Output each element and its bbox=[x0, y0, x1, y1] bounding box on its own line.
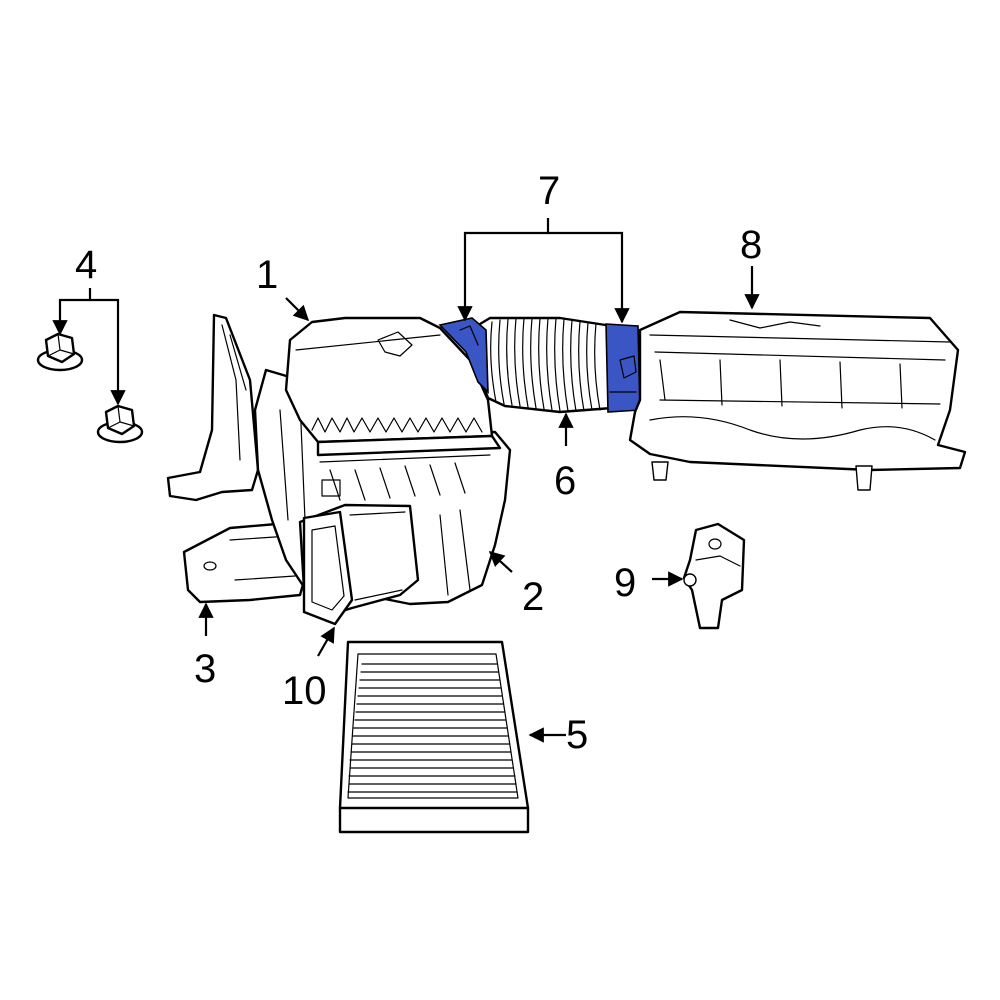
callout-3: 3 bbox=[194, 647, 216, 691]
leader-lines bbox=[52, 218, 760, 743]
part-9-bracket bbox=[682, 522, 746, 630]
part-6-intake-hose bbox=[468, 316, 614, 414]
callout-6: 6 bbox=[554, 459, 576, 503]
callout-7: 7 bbox=[538, 169, 560, 213]
callout-2: 2 bbox=[522, 575, 544, 619]
part-5-air-filter bbox=[338, 640, 530, 834]
part-4-nuts bbox=[36, 332, 144, 444]
nut-right bbox=[96, 404, 144, 444]
callout-4: 4 bbox=[75, 243, 97, 287]
part-10-inlet-duct bbox=[298, 503, 420, 626]
callout-9: 9 bbox=[614, 561, 636, 605]
part-1-upper-cover bbox=[284, 316, 502, 457]
callout-8: 8 bbox=[740, 223, 762, 267]
part-8-resonator bbox=[628, 310, 967, 491]
nut-left bbox=[36, 332, 84, 372]
callout-labels: 1 2 3 4 5 6 7 8 9 10 bbox=[75, 169, 762, 757]
callout-5: 5 bbox=[566, 713, 588, 757]
callout-1: 1 bbox=[256, 253, 278, 297]
callout-10: 10 bbox=[282, 669, 327, 713]
